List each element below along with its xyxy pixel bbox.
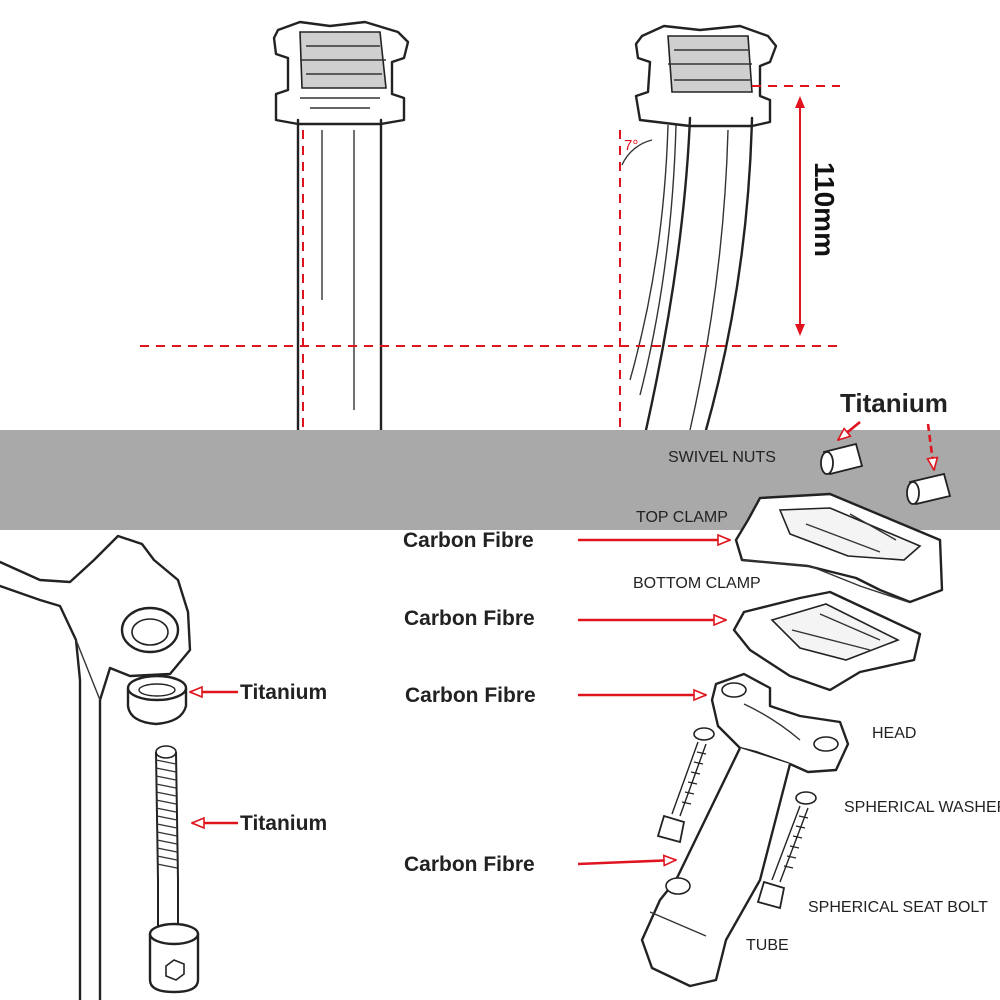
seat-bolt-left	[656, 727, 715, 844]
tube-label: TUBE	[746, 937, 789, 954]
washer-material: Titanium	[240, 681, 327, 704]
tube-arrow	[577, 860, 676, 864]
spherical-seat-bolt-label: SPHERICAL SEAT BOLT	[808, 899, 988, 916]
bolt-material: Titanium	[240, 812, 327, 835]
spherical-washer-label: SPHERICAL WASHER	[844, 799, 1000, 816]
head-material: Carbon Fibre	[405, 684, 536, 707]
swivel-nut-2	[906, 472, 952, 506]
bottom-clamp-material: Carbon Fibre	[404, 607, 535, 630]
bottom-clamp-label: BOTTOM CLAMP	[633, 575, 761, 592]
swivel-nut-1	[820, 442, 864, 476]
seat-bolt-right	[756, 791, 817, 910]
height-label: 110mm	[809, 162, 840, 257]
top-clamp-label: TOP CLAMP	[636, 509, 728, 526]
top-clamp-material: Carbon Fibre	[403, 529, 534, 552]
head-label: HEAD	[872, 725, 916, 742]
bottom-clamp	[732, 590, 922, 692]
angle-label: 7°	[624, 137, 638, 154]
tube-material: Carbon Fibre	[404, 853, 535, 876]
swivel-nut-arrow-1	[838, 420, 861, 440]
swivel-nuts-label: SWIVEL NUTS	[668, 449, 776, 466]
top-clamp	[734, 492, 944, 604]
swivel-nuts-material: Titanium	[840, 388, 948, 418]
straight-seatpost	[272, 20, 410, 432]
head-and-tube	[640, 672, 850, 988]
spherical-washer-closeup	[126, 674, 188, 726]
setback-seatpost: 7°	[619, 24, 778, 432]
head-closeup	[0, 534, 192, 1000]
seat-bolt-closeup	[148, 745, 200, 994]
swivel-nut-arrow-2	[928, 423, 934, 470]
